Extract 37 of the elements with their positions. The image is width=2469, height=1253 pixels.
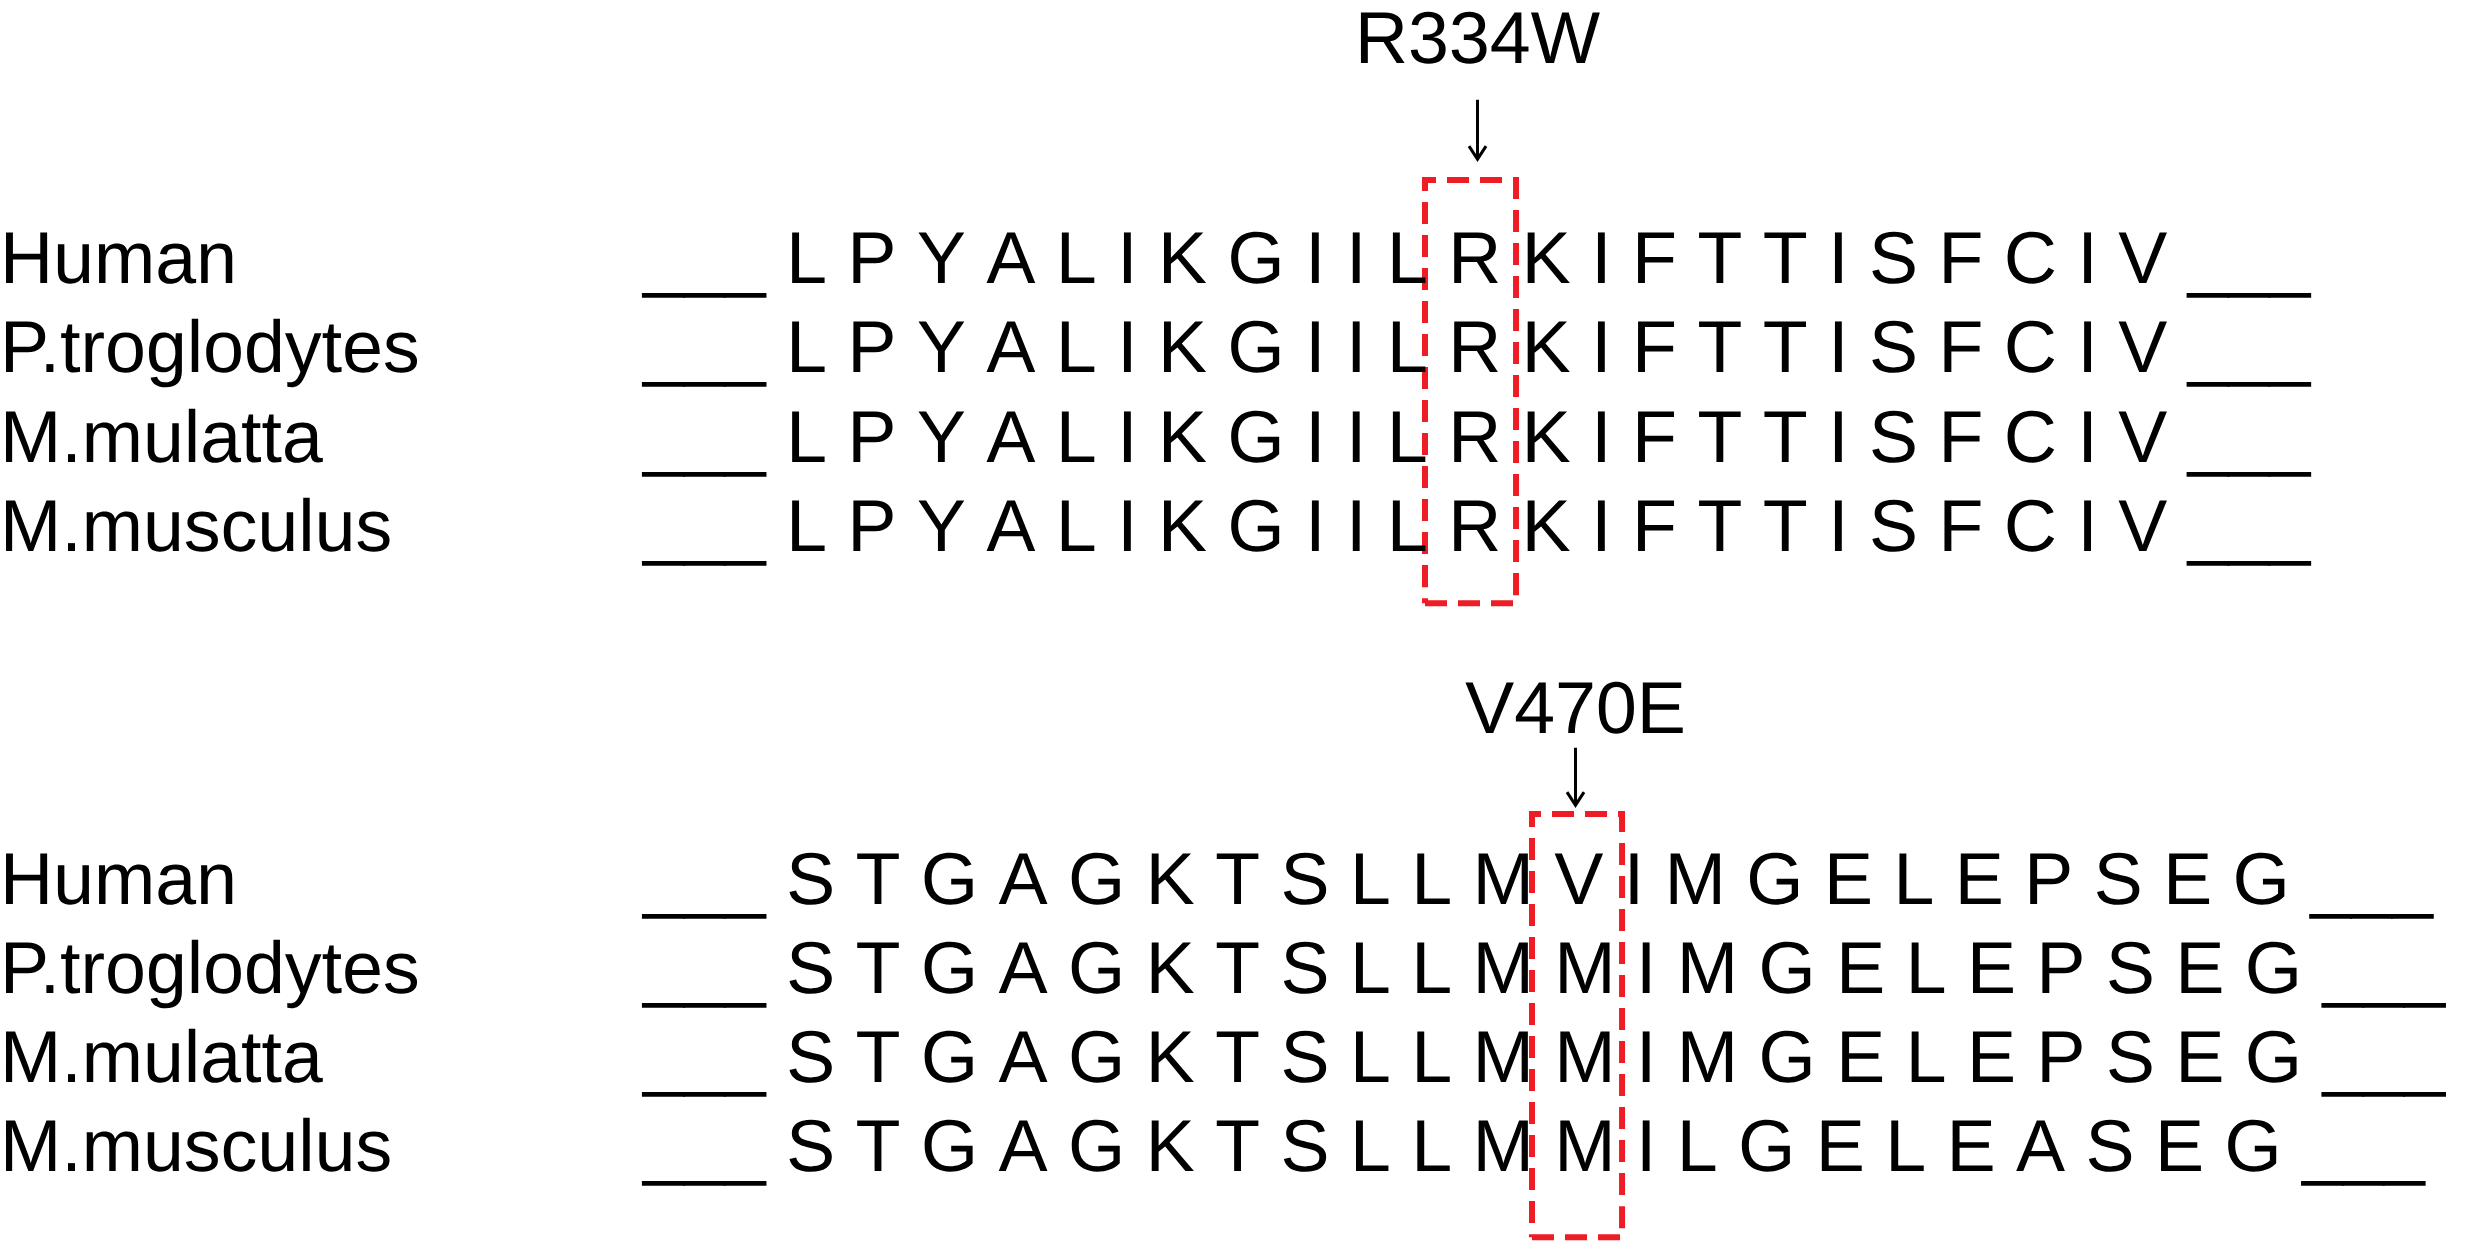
species-name: M.musculus <box>6 1117 390 1172</box>
continuation-mark: ___ <box>641 1180 767 1186</box>
continuation-mark: ___ <box>641 560 767 566</box>
sequence: S T G A G K T S L L M M I M G E L E P S E G <box>789 1030 2297 1083</box>
species-name: M.musculus <box>6 497 390 552</box>
continuation-mark: ___ <box>641 1002 767 1008</box>
species-name: P.troglodytes <box>6 318 418 388</box>
species-name: M.mulatta <box>6 1028 323 1083</box>
sequence: S T G A G K T S L L M M I L G E L E A S E G <box>789 1119 2277 1172</box>
species-name: M.mulatta <box>6 408 323 463</box>
sequence: L P Y A L I K G I I L R K I F T T I S F C I V <box>792 231 2167 284</box>
continuation-mark: ___ <box>2301 1180 2426 1186</box>
species-name: Human <box>6 232 233 284</box>
species-name: Human <box>6 853 233 905</box>
arrow <box>1467 99 1488 162</box>
sequence: S T G A G K T S L L M V I M G E L E P S E G <box>789 852 2285 905</box>
continuation-mark: ___ <box>2186 560 2312 566</box>
continuation-mark: ___ <box>641 381 767 387</box>
species-name: P.troglodytes <box>6 939 418 1009</box>
continuation-mark: ___ <box>641 471 767 477</box>
continuation-mark: ___ <box>2186 471 2312 477</box>
continuation-mark: ___ <box>641 1091 767 1097</box>
highlight-box <box>1529 810 1626 1241</box>
continuation-mark: ___ <box>2321 1091 2446 1097</box>
mutation-label: R334W <box>1360 11 1600 64</box>
sequence: L P Y A L I K G I I L R K I F T T I S F C I V <box>792 410 2167 463</box>
continuation-mark: ___ <box>2186 292 2312 298</box>
continuation-mark: ___ <box>641 913 767 919</box>
arrow <box>1565 747 1586 808</box>
continuation-mark: ___ <box>2186 381 2312 387</box>
mutation-label: V470E <box>1465 681 1683 734</box>
sequence: L P Y A L I K G I I L R K I F T T I S F C I V <box>792 499 2167 552</box>
sequence: S T G A G K T S L L M M I M G E L E P S E G <box>789 941 2297 994</box>
sequence: L P Y A L I K G I I L R K I F T T I S F C I V <box>792 320 2167 373</box>
continuation-mark: ___ <box>2321 1002 2446 1008</box>
continuation-mark: ___ <box>2309 913 2434 919</box>
continuation-mark: ___ <box>641 292 767 298</box>
